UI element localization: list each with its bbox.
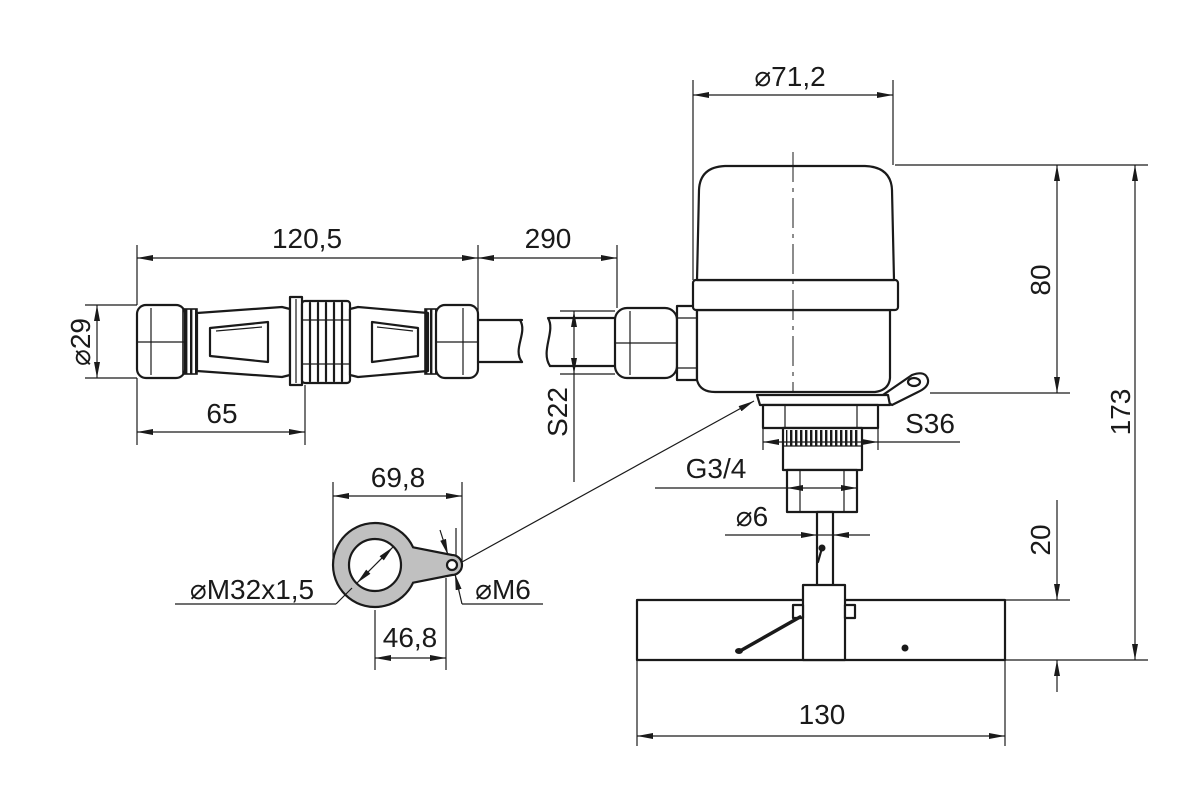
label-paddle-height: 20 (1025, 524, 1056, 555)
dim-bracket-thread: ⌀M32x1,5 (175, 574, 353, 605)
label-cable-gland-size: S22 (542, 387, 573, 437)
bracket-to-flange-leader (461, 400, 755, 563)
flange-plate (755, 393, 892, 407)
bracket-small-hole (445, 558, 459, 572)
dimensions: ⌀71,2 120,5 290 ⌀29 65 (65, 61, 1148, 746)
housing-band (691, 278, 900, 312)
label-connector-body-length: 65 (206, 398, 237, 429)
label-housing-diameter: ⌀71,2 (754, 61, 825, 92)
connector-left-knurl (182, 308, 198, 375)
bracket-ring-diameter (356, 546, 394, 584)
housing-gland-nut (675, 304, 699, 382)
label-nut-size: S36 (905, 408, 955, 439)
dim-paddle-height: 20 (1005, 500, 1070, 692)
hub-set-screw-left (791, 603, 805, 620)
thread-ribs (786, 430, 859, 446)
label-bracket-length: 69,8 (371, 462, 426, 493)
dim-connector-length: 120,5 (136, 223, 479, 320)
hex-nut (761, 403, 880, 430)
dim-shaft-diameter: ⌀6 (725, 501, 870, 538)
cable (476, 316, 617, 368)
label-connector-diameter: ⌀29 (65, 318, 96, 366)
paddle-screw (901, 644, 909, 652)
connector-right-window (370, 320, 420, 364)
collar (785, 468, 859, 514)
process-fitting (755, 372, 930, 604)
label-thread: G3/4 (686, 453, 747, 484)
dim-cable-length: 290 (478, 223, 618, 308)
label-housing-height: 80 (1025, 264, 1056, 295)
paddle-hub (801, 583, 847, 662)
dim-housing-diameter: ⌀71,2 (692, 61, 894, 280)
dim-housing-height: 80 (895, 164, 1148, 394)
dim-connector-body-length: 65 (136, 378, 306, 445)
dim-thread: G3/4 (655, 453, 857, 491)
paddle-pin (738, 615, 802, 653)
dim-nut-size: S36 (762, 408, 960, 450)
label-shaft-diameter: ⌀6 (736, 501, 768, 532)
dim-bracket-hole-distance: 46,8 (374, 578, 447, 670)
dim-bracket-length: 69,8 (332, 462, 463, 562)
dim-total-height: 173 (1005, 165, 1148, 661)
label-bracket-hole-distance: 46,8 (383, 622, 438, 653)
flange-ear-hole (906, 376, 922, 388)
dim-cable-gland-size: S22 (542, 310, 615, 482)
label-bracket-thread: ⌀M32x1,5 (190, 574, 314, 605)
housing-cap (695, 164, 896, 282)
label-total-height: 173 (1105, 389, 1136, 436)
label-cable-length: 290 (525, 223, 572, 254)
label-bracket-hole: ⌀M6 (475, 574, 531, 605)
hub-set-screw-right (843, 603, 857, 620)
connector-assembly (135, 295, 480, 387)
housing (613, 152, 900, 394)
dim-paddle-width: 130 (636, 660, 1006, 746)
cable-break-left (517, 318, 524, 364)
label-paddle-width: 130 (799, 699, 846, 730)
connector-left-window (208, 320, 270, 364)
paddle (635, 583, 1007, 662)
cable-break-right (545, 316, 552, 368)
dim-connector-diameter: ⌀29 (65, 304, 137, 379)
connector-nut-ribs (302, 301, 350, 383)
dim-bracket-hole: ⌀M6 (439, 528, 543, 605)
label-connector-length: 120,5 (272, 223, 342, 254)
mounting-bracket (331, 400, 755, 609)
